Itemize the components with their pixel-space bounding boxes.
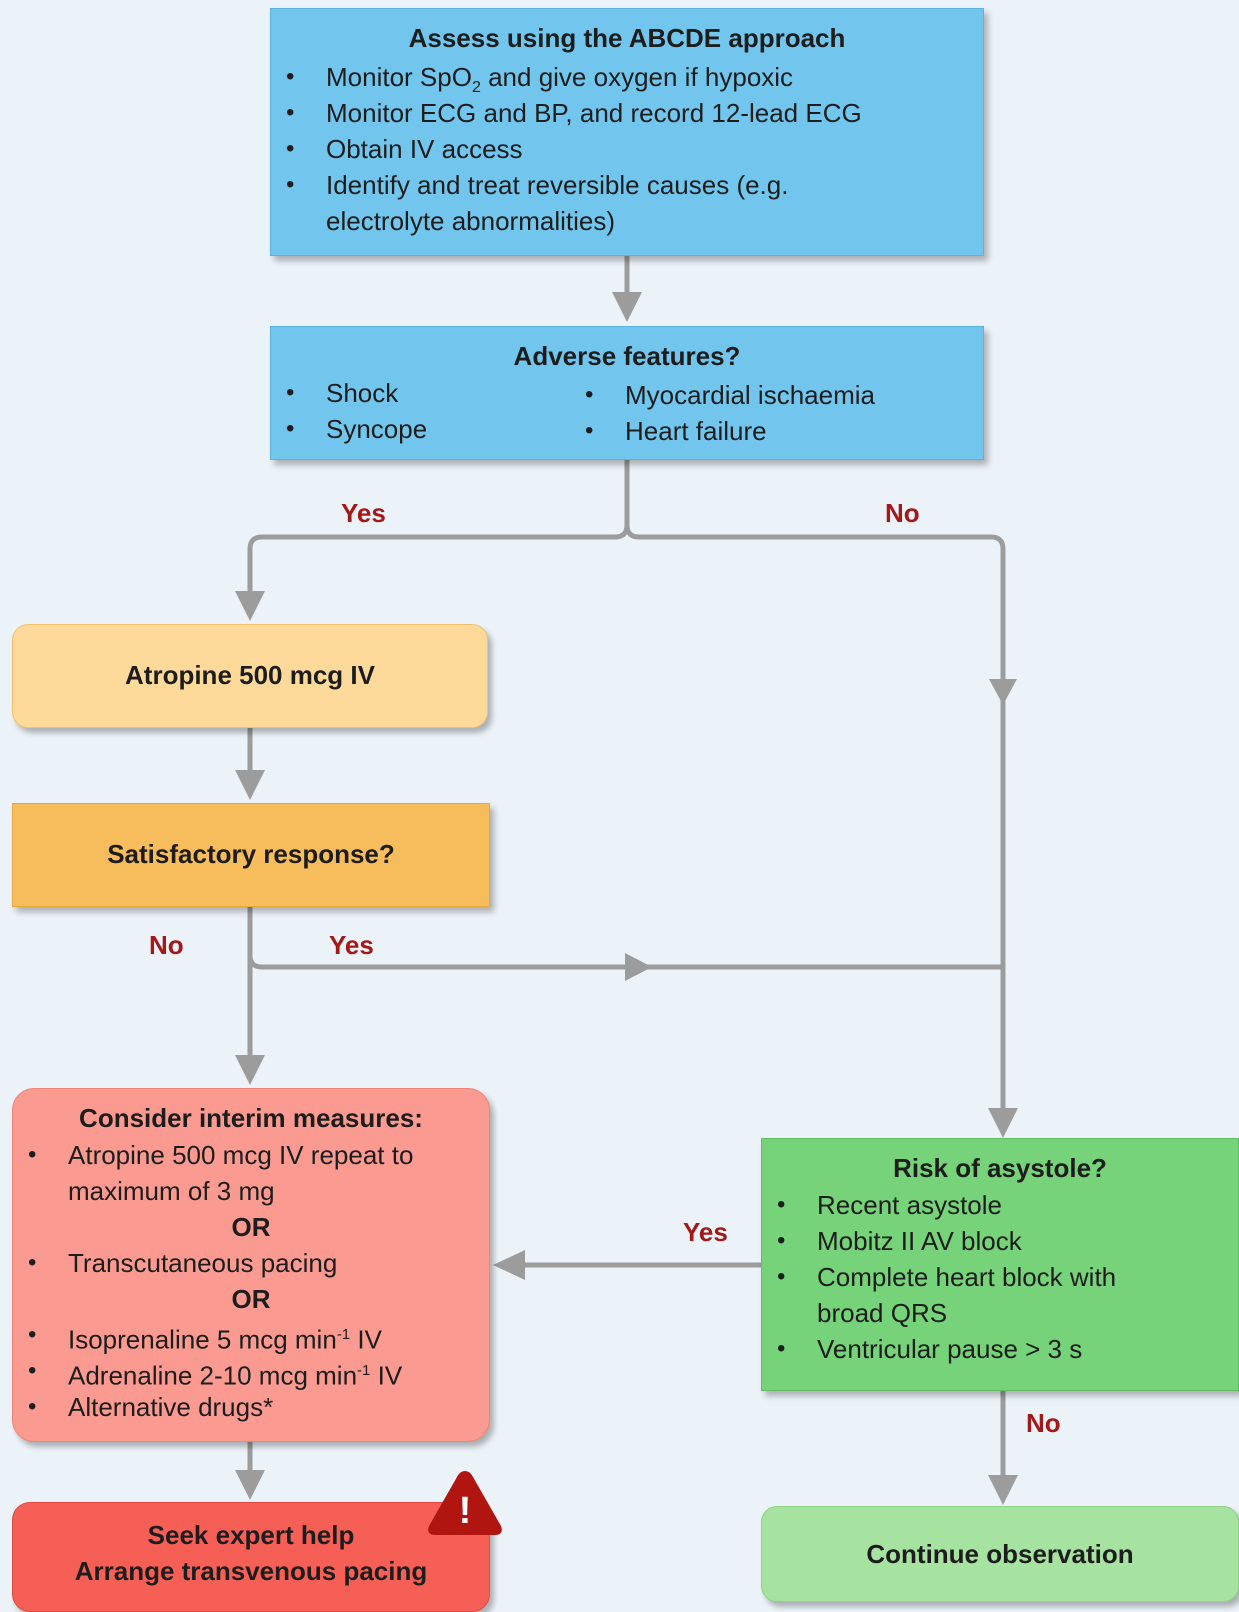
observation-label: Continue observation: [866, 1539, 1134, 1569]
arrowhead-observation: [988, 1475, 1018, 1505]
arrowhead-yes-path-mid: [625, 953, 652, 981]
asystole-item-complete-block-cont: broad QRS: [817, 1298, 948, 1328]
assess-box: Assess using the ABCDE approach Monitor …: [270, 8, 984, 256]
arrowhead-expert: [235, 1470, 265, 1500]
asystole-no-label: No: [1026, 1408, 1061, 1438]
response-yes-label: Yes: [329, 930, 374, 960]
adverse-yes-label: Yes: [341, 498, 386, 528]
adrenaline-text: Adrenaline 2-10 mcg min: [68, 1360, 358, 1391]
isoprenaline-route: IV: [357, 1324, 382, 1355]
arrow-satisfactory-yes: [247, 954, 1003, 970]
arrowhead-yes-interim: [493, 1250, 525, 1280]
assess-item-ecg: Monitor ECG and BP, and record 12-lead E…: [286, 95, 862, 131]
isoprenaline-exponent: -1: [336, 1326, 351, 1343]
response-no-label: No: [149, 930, 184, 960]
arrowhead-satisfactory: [235, 770, 265, 800]
satisfactory-box: Satisfactory response?: [12, 803, 490, 907]
arrow-adverse-to-atropine: [247, 460, 630, 596]
arrowhead-adverse: [612, 292, 642, 322]
atropine-box: Atropine 500 mcg IV: [12, 624, 488, 728]
adverse-no-label: No: [885, 498, 920, 528]
interim-item-atropine: Atropine 500 mcg IV repeat to: [28, 1137, 413, 1173]
satisfactory-label: Satisfactory response?: [107, 839, 395, 869]
warning-icon: [428, 1471, 502, 1535]
interim-item-pacing: Transcutaneous pacing: [28, 1245, 337, 1281]
arrowhead-asystole: [988, 1108, 1018, 1138]
interim-item-atropine-cont: maximum of 3 mg: [68, 1176, 275, 1206]
assess-item-causes-cont: electrolyte abnormalities): [326, 206, 616, 236]
asystole-box: Risk of asystole? Recent asystole Mobitz…: [761, 1138, 1239, 1391]
atropine-label: Atropine 500 mcg IV: [125, 660, 375, 690]
adverse-item-heart-failure: Heart failure: [585, 413, 767, 449]
interim-or-1: OR: [231, 1212, 271, 1242]
adrenaline-route: IV: [377, 1360, 403, 1391]
interim-item-adrenaline: Adrenaline 2-10 mcg min-1 IV: [28, 1353, 403, 1394]
arrowhead-atropine: [235, 591, 265, 621]
expert-line-2: Arrange transvenous pacing: [74, 1556, 428, 1586]
assess-item-spo2-text: Monitor SpO: [326, 62, 472, 92]
adrenaline-exponent: -1: [357, 1362, 371, 1379]
adverse-item-syncope: Syncope: [286, 411, 427, 447]
arrowhead-interim: [235, 1055, 265, 1085]
asystole-yes-label: Yes: [683, 1217, 728, 1247]
expert-line-1: Seek expert help: [147, 1520, 355, 1550]
arrowhead-no-path-mid: [989, 679, 1017, 705]
adverse-title: Adverse features?: [513, 341, 741, 371]
adverse-item-ischaemia: Myocardial ischaemia: [585, 377, 875, 413]
interim-item-isoprenaline: Isoprenaline 5 mcg min-1 IV: [28, 1317, 382, 1358]
assess-title: Assess using the ABCDE approach: [408, 23, 846, 53]
observation-box: Continue observation: [761, 1506, 1239, 1602]
adverse-item-shock: Shock: [286, 375, 398, 411]
expert-box: Seek expert help Arrange transvenous pac…: [12, 1502, 490, 1612]
asystole-title: Risk of asystole?: [893, 1153, 1107, 1183]
assess-item-iv: Obtain IV access: [286, 131, 522, 167]
spo2-subscript: 2: [471, 79, 481, 97]
interim-item-alternative: Alternative drugs*: [28, 1389, 273, 1425]
assess-item-causes: Identify and treat reversible causes (e.…: [286, 167, 789, 203]
assess-item-spo2: Monitor SpO2 and give oxygen if hypoxic: [286, 59, 794, 106]
warning-symbol: !: [458, 1490, 472, 1532]
interim-box: Consider interim measures: Atropine 500 …: [12, 1088, 490, 1442]
interim-title: Consider interim measures:: [79, 1103, 423, 1133]
asystole-item-complete-block: Complete heart block with: [777, 1259, 1116, 1295]
interim-or-2: OR: [231, 1284, 271, 1314]
asystole-item-recent: Recent asystole: [777, 1187, 1002, 1223]
arrow-adverse-no: [624, 524, 1006, 1113]
adverse-box: Adverse features? Shock Syncope Myocardi…: [270, 326, 984, 460]
isoprenaline-text: Isoprenaline 5 mcg min: [68, 1324, 337, 1355]
assess-item-spo2-rest: and give oxygen if hypoxic: [488, 62, 794, 92]
asystole-item-pause: Ventricular pause > 3 s: [777, 1331, 1082, 1367]
asystole-item-mobitz: Mobitz II AV block: [777, 1223, 1022, 1259]
